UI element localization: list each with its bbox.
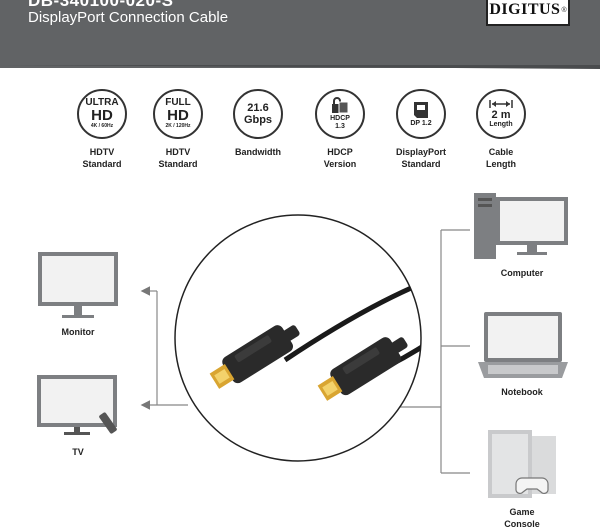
full-hd-icon: FULL HD 2K / 120Hz: [153, 89, 203, 139]
tv-icon: [37, 375, 117, 435]
computer-icon: [474, 193, 568, 259]
feature-bandwidth: 21.6 Gbps Bandwidth: [218, 89, 298, 158]
product-code: DB-340100-020-S: [28, 0, 174, 10]
gamepad-icon: [515, 477, 549, 494]
dp-connector-icon: [414, 102, 428, 118]
displayport-plug-left: [209, 325, 300, 389]
feature-label: Bandwidth: [235, 147, 281, 157]
brand-logo: DIGITUS®: [486, 0, 570, 26]
tv-label: TV: [72, 447, 84, 457]
displayport-plug-right: [317, 337, 408, 401]
computer-label: Computer: [500, 268, 544, 278]
cable-length-icon: 2 m Length: [476, 89, 526, 139]
game-console-icon: [488, 430, 556, 498]
hdcp-lock-icon: HDCP 1.3: [315, 89, 365, 139]
brand-name: DIGITUS: [489, 1, 561, 18]
bandwidth-icon: 21.6 Gbps: [233, 89, 283, 139]
lock-icon: [332, 97, 349, 114]
monitor-icon: [38, 252, 118, 318]
monitor-label: Monitor: [61, 327, 95, 337]
left-connection-lines: [140, 286, 188, 410]
ultra-hd-icon: ULTRA HD 4K / 60Hz: [77, 89, 127, 139]
double-arrow-icon: [489, 100, 513, 108]
brand-mark: ®: [561, 6, 567, 14]
remote-control-icon: [99, 412, 117, 434]
product-name: DisplayPort Connection Cable: [28, 9, 229, 26]
cable-detail-circle: [174, 214, 422, 462]
notebook-label: Notebook: [501, 387, 543, 397]
displayport-icon: DP 1.2: [396, 89, 446, 139]
notebook-icon: [478, 312, 568, 378]
